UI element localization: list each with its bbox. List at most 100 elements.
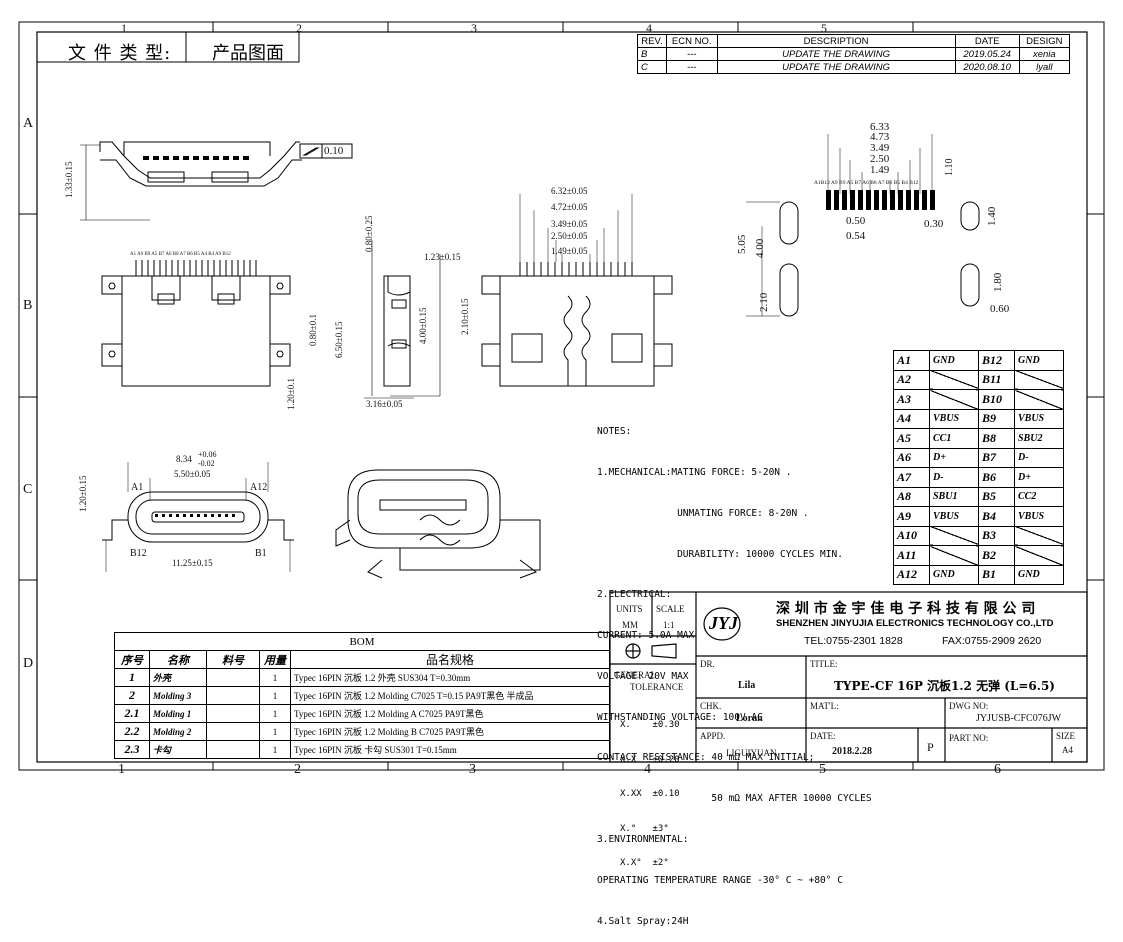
- dim-r110: 1.10: [944, 158, 955, 177]
- tol-row: X.XX ±0.10: [620, 789, 680, 799]
- drawing-title: TYPE-CF 16P 沉板1.2 无弹 (L=6.5): [834, 679, 1055, 693]
- dim-123: 1.23±0.15: [424, 252, 461, 262]
- pin-signal-cell: [1014, 389, 1064, 410]
- bom-no-cell: 2.2: [114, 722, 150, 741]
- pin-id-cell: B6: [978, 467, 1015, 488]
- note-line: VOLTAGE: 20V MAX: [597, 670, 689, 682]
- rev-header-ecn: ECN NO.: [665, 34, 718, 48]
- dim-120b: 1.20±0.15: [78, 475, 88, 512]
- pin-signal-cell: D-: [1014, 447, 1064, 468]
- note-line: 2.ELECTRICAL:: [597, 589, 672, 601]
- rev-header-design: DESIGN: [1018, 34, 1071, 48]
- pin-signal-cell: D+: [929, 447, 979, 468]
- pin-id-cell: A2: [893, 369, 930, 390]
- gen-tol-label: GENERAL: [614, 670, 656, 680]
- pin-signal-cell: [1014, 545, 1064, 566]
- pin-signal-cell: CC1: [929, 428, 979, 449]
- pin-id-cell: B10: [978, 389, 1015, 410]
- dim-400: 4.00±0.15: [418, 307, 428, 344]
- zone-col-3-bottom: 3: [469, 762, 476, 777]
- dim-r140: 1.40: [986, 206, 998, 226]
- rev-header-desc: DESCRIPTION: [716, 34, 956, 48]
- dim-120: 1.20±0.1: [286, 378, 296, 410]
- dr-value: Lila: [738, 680, 756, 691]
- date-cell: 2019.05.24: [954, 47, 1020, 61]
- pin-signal-cell: [929, 525, 979, 546]
- bom-name-cell: 卡勾: [149, 740, 207, 759]
- dim-r505: 5.05: [736, 234, 748, 254]
- bom-pn-cell: [206, 704, 260, 723]
- pin-signal-cell: SBU1: [929, 486, 979, 507]
- zone-col-4: 4: [646, 21, 652, 35]
- dim-349: 3.49±0.05: [551, 219, 588, 229]
- dim-149: 1.49±0.05: [551, 246, 588, 256]
- design-cell: lyall: [1018, 60, 1071, 74]
- pin-label-a12: A12: [250, 482, 268, 493]
- bom-spec-cell: Typec 16PIN 沉板 1.2 外壳 SUS304 T=0.30mm: [290, 668, 610, 687]
- rev-header-rev: REV.: [637, 34, 667, 48]
- pin-id-cell: B12: [978, 350, 1015, 371]
- bom-name-cell: Molding 3: [149, 686, 207, 705]
- bom-header-no: 序号: [114, 650, 150, 669]
- rev-cell: B: [637, 47, 667, 61]
- bom-name-cell: 外壳: [149, 668, 207, 687]
- pin-labels-layout: A1B12 A9 B9 A5 B7 A6 B8 A7 B6 B5 B4 B12: [814, 180, 919, 186]
- pin-signal-cell: [1014, 525, 1064, 546]
- bom-pn-cell: [206, 668, 260, 687]
- dim-r400: 4.00: [754, 238, 766, 258]
- pin-id-cell: A9: [893, 506, 930, 527]
- zone-col-2: 2: [296, 21, 302, 35]
- note-line: CONTACT RESISTANCE: 40 mΩ MAX INITIAL;: [597, 752, 815, 764]
- pin-id-cell: A4: [893, 408, 930, 429]
- chk-label: CHK.: [700, 701, 722, 711]
- pin-signal-cell: GND: [929, 564, 979, 585]
- note-line: DURABILITY: 10000 CYCLES MIN.: [597, 548, 843, 560]
- pin-signal-cell: [1014, 369, 1064, 390]
- flatness-value: 0.10: [324, 145, 344, 157]
- bom-no-cell: 2.1: [114, 704, 150, 723]
- dim-650: 6.50±0.15: [334, 321, 344, 358]
- zone-row-a: A: [23, 116, 34, 131]
- pin-labels-top-view: A1 A9 B9 A5 B7 A6 B8 A7 B6 B5 A4 B4 A9 B…: [130, 252, 231, 257]
- pin-id-cell: A5: [893, 428, 930, 449]
- dim-080-025: 0.80±0.25: [364, 215, 374, 252]
- rev-row: B --- UPDATE THE DRAWING 2019.05.24 xeni…: [637, 47, 1071, 61]
- note-line: 4.Salt Spray:24H: [597, 915, 689, 927]
- dim-316: 3.16±0.05: [366, 399, 403, 409]
- pin-signal-cell: D-: [929, 467, 979, 488]
- pin-signal-cell: GND: [1014, 350, 1064, 371]
- dim-834-tol-up: +0.06: [198, 450, 217, 459]
- bom-title: BOM: [114, 632, 610, 651]
- dim-550: 5.50±0.05: [174, 469, 211, 479]
- design-cell: xenia: [1018, 47, 1071, 61]
- pin-id-cell: A6: [893, 447, 930, 468]
- pin-id-cell: A3: [893, 389, 930, 410]
- note-line: NOTES:: [597, 426, 632, 438]
- pin-id-cell: B3: [978, 525, 1015, 546]
- size-value: A4: [1062, 745, 1073, 755]
- gen-tol-label2: TOLERANCE: [630, 682, 684, 692]
- units-value: MM: [622, 620, 639, 630]
- bom-no-cell: 2: [114, 686, 150, 705]
- pin-id-cell: B8: [978, 428, 1015, 449]
- zone-row-c: C: [23, 482, 33, 497]
- revision-table: REV. ECN NO. DESCRIPTION DATE DESIGN B -…: [637, 34, 1071, 74]
- pin-id-cell: A12: [893, 564, 930, 585]
- bom-qty-cell: 1: [259, 740, 291, 759]
- dim-r060: 0.60: [990, 303, 1010, 315]
- pin-id-cell: B9: [978, 408, 1015, 429]
- ecn-cell: ---: [665, 60, 718, 74]
- bom-qty-cell: 1: [259, 668, 291, 687]
- bom-name-cell: Molding 1: [149, 704, 207, 723]
- pin-id-cell: B4: [978, 506, 1015, 527]
- date-label: DATE:: [810, 731, 836, 741]
- pin-id-cell: A7: [893, 467, 930, 488]
- bom-qty-cell: 1: [259, 704, 291, 723]
- rev-header-date: DATE: [954, 34, 1020, 48]
- bom-no-cell: 2.3: [114, 740, 150, 759]
